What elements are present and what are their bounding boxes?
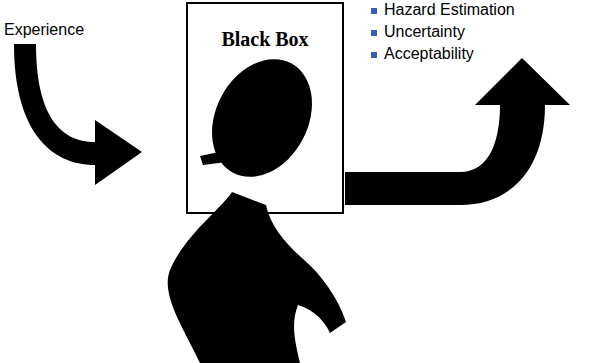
bullet-square — [371, 52, 377, 58]
bullet-square — [371, 30, 377, 36]
input-label: Experience — [4, 20, 84, 40]
person-head — [192, 42, 331, 195]
input-arrow — [14, 44, 142, 185]
black-box: Black Box — [186, 2, 344, 214]
bullet-square — [371, 8, 377, 14]
cap-brim — [200, 148, 242, 165]
bullet-item: Uncertainty — [384, 22, 465, 42]
output-arrow — [345, 58, 570, 205]
bullet-item: Acceptability — [384, 44, 474, 64]
person-body — [168, 192, 346, 363]
box-title: Black Box — [188, 28, 342, 51]
bullet-item: Hazard Estimation — [384, 0, 515, 20]
